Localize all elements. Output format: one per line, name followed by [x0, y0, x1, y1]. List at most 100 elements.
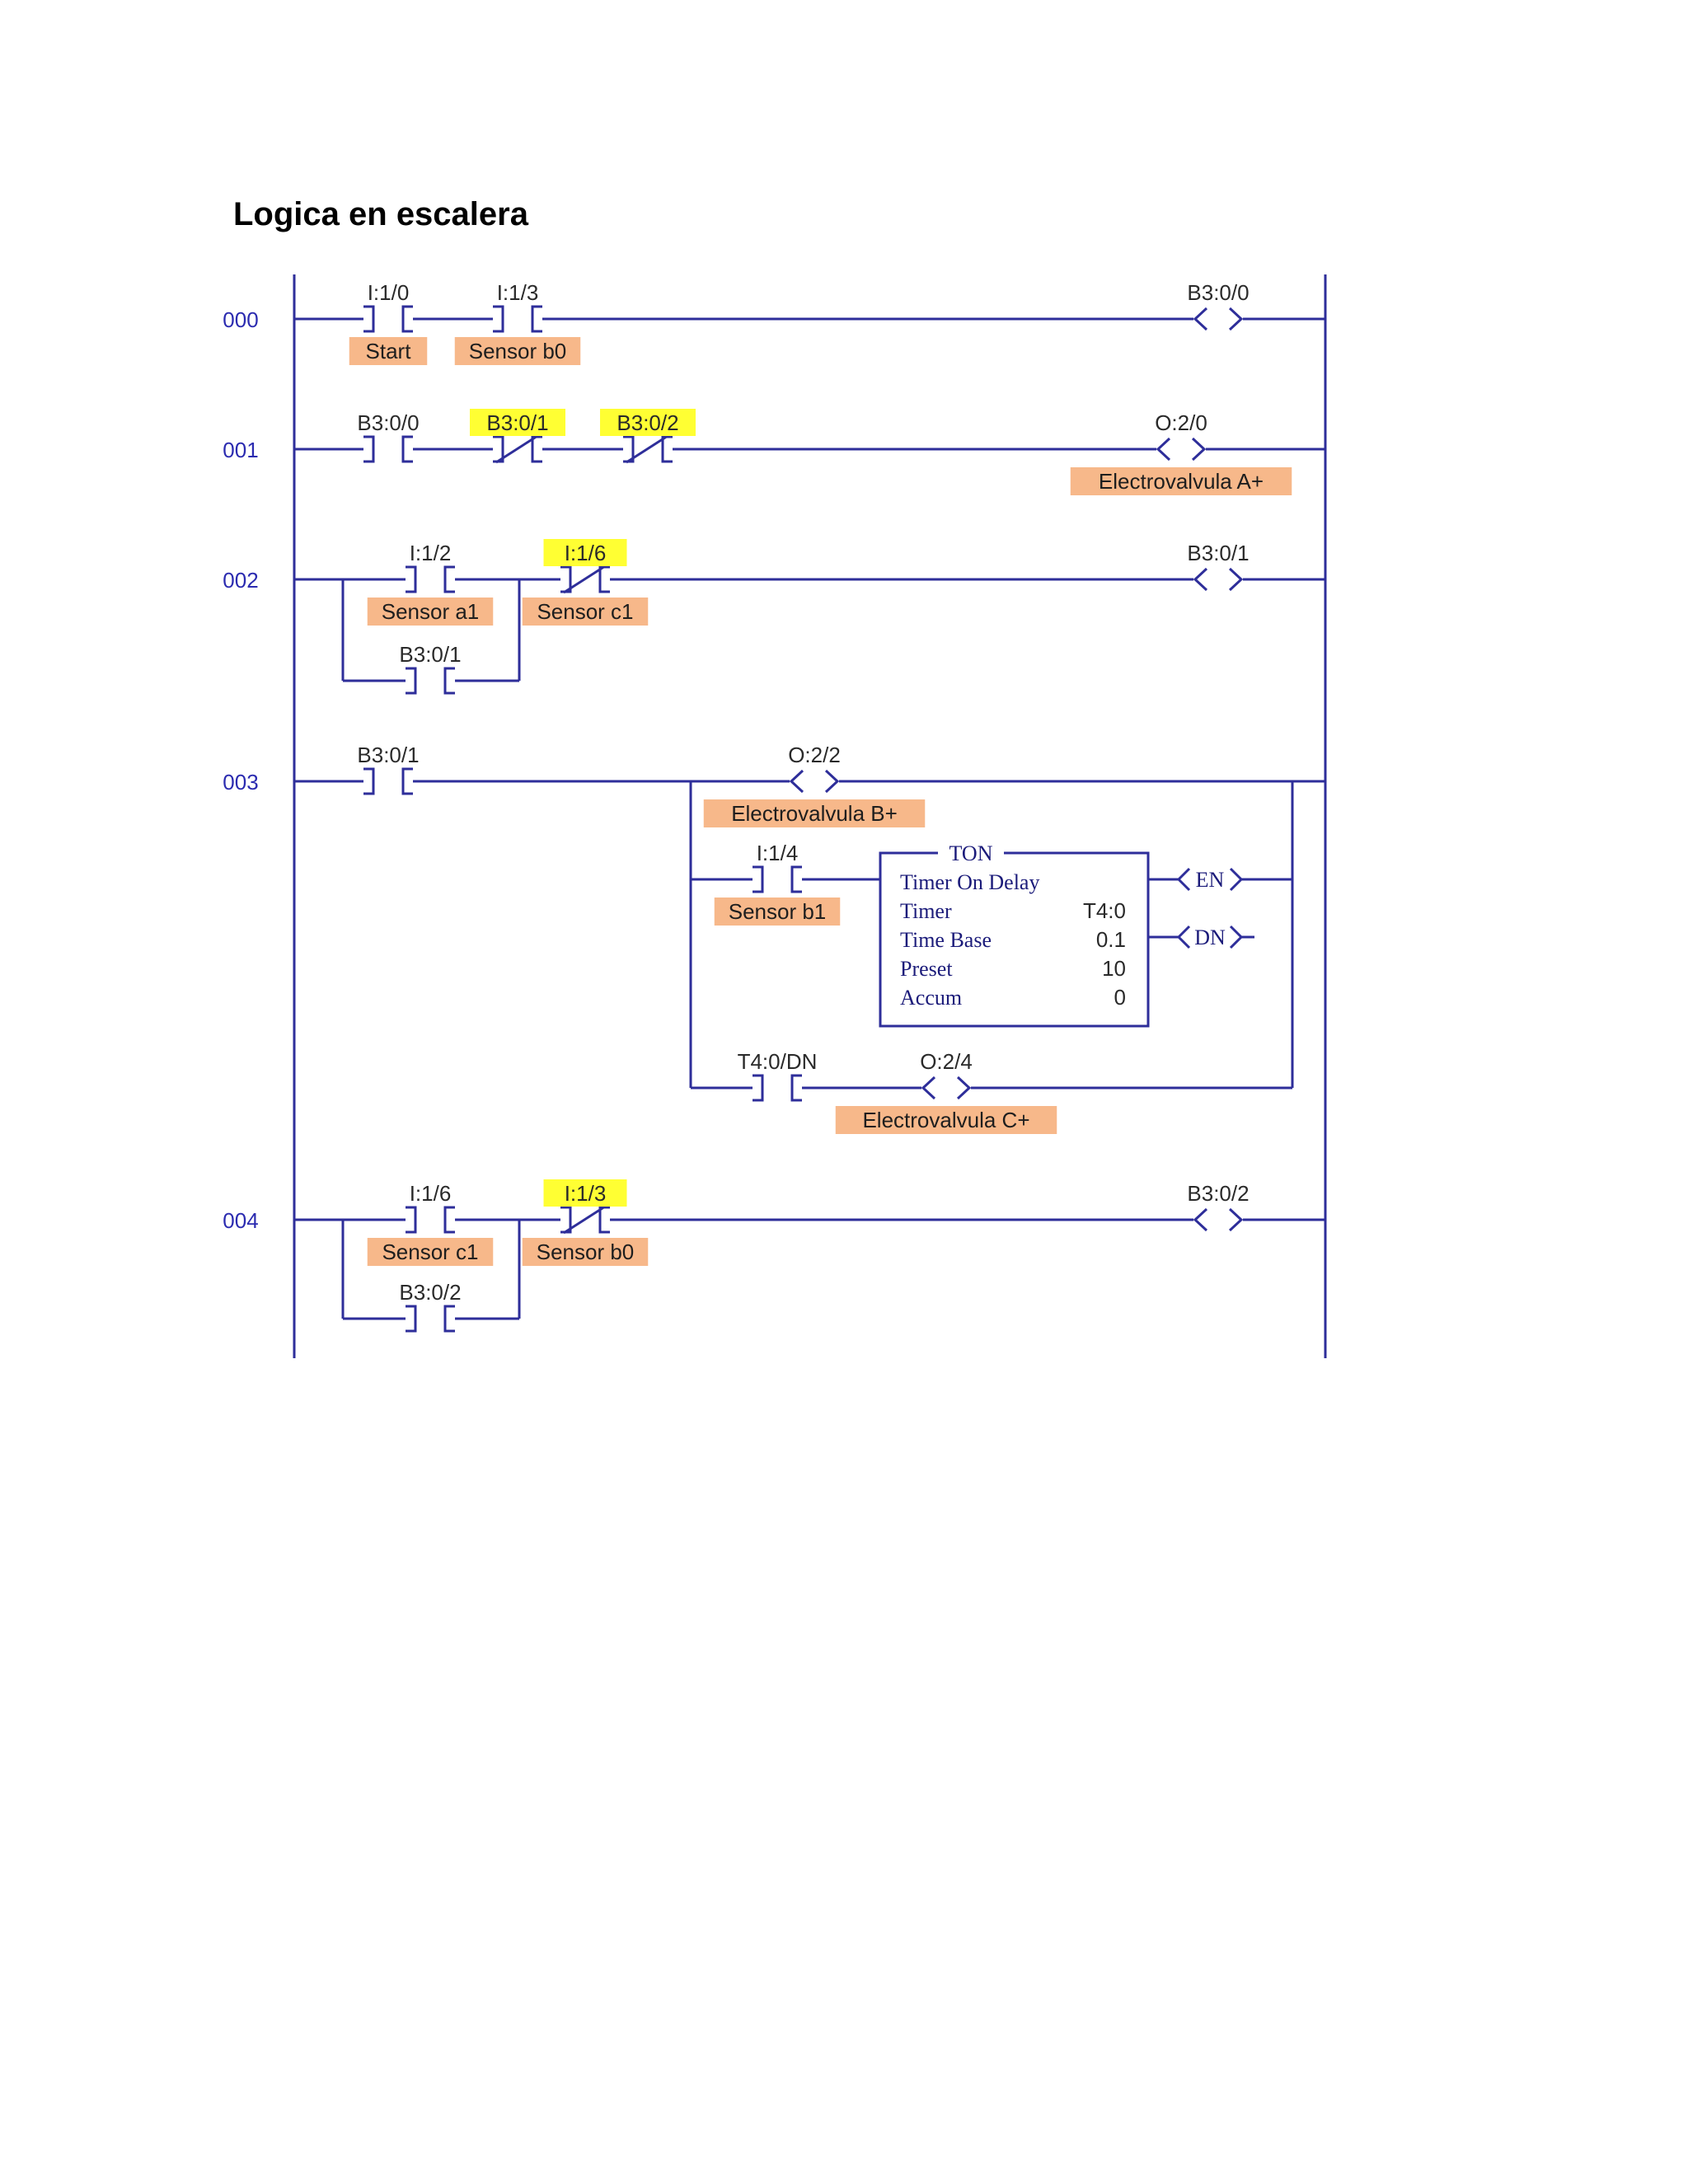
output-bracket-right	[1229, 867, 1244, 892]
coil-instruction: B3:0/1	[1187, 541, 1250, 592]
contact-bracket-right	[790, 1074, 802, 1102]
contact-bracket-right	[531, 305, 542, 333]
no-contact: B3:0/0	[357, 410, 420, 463]
symbol-label-box	[454, 337, 581, 365]
coil-icon	[921, 1076, 972, 1100]
nc-contact-icon	[560, 565, 610, 594]
coil-left	[1193, 307, 1208, 331]
contact-slash	[563, 565, 606, 594]
output-label: DN	[1194, 926, 1226, 949]
contact-bracket-left	[493, 305, 504, 333]
coil-right	[1228, 567, 1244, 592]
timer-param-value: 0.1	[1096, 927, 1126, 952]
symbol-label: Sensor b1	[729, 899, 827, 924]
no-contact-icon	[406, 565, 455, 593]
rung-number: 003	[223, 770, 258, 794]
output-bracket-left	[1176, 925, 1191, 949]
symbol-label-box	[349, 337, 428, 365]
symbol-label: Start	[366, 339, 412, 363]
tag-highlight	[470, 409, 565, 436]
address-tag: B3:0/1	[357, 743, 419, 767]
coil-left	[1193, 1207, 1208, 1232]
no-contact-icon	[753, 865, 802, 893]
coil-instruction: B3:0/0	[1187, 280, 1250, 331]
contact-bracket-right	[401, 305, 413, 333]
contact-bracket-left	[363, 435, 375, 463]
coil-icon	[1193, 1207, 1244, 1232]
tag-highlight	[600, 409, 696, 436]
no-contact-icon	[363, 305, 413, 333]
rung-number: 004	[223, 1208, 258, 1233]
address-tag: O:2/2	[788, 743, 841, 767]
no-contact-icon	[406, 667, 455, 695]
nc-contact: B3:0/2	[600, 409, 696, 464]
coil-icon	[1193, 567, 1244, 592]
coil-right	[824, 769, 840, 794]
contact-bracket-left	[406, 1305, 417, 1333]
output-bracket-right	[1229, 925, 1244, 949]
timer-output-dn: DN	[1176, 925, 1244, 949]
contact-bracket-left	[753, 1074, 764, 1102]
coil-right	[1191, 437, 1207, 462]
symbol-label-box	[1070, 467, 1292, 495]
timer-header: TON	[950, 841, 993, 865]
contact-bracket-right	[598, 1206, 610, 1234]
no-contact: T4:0/DN	[738, 1049, 818, 1102]
timer-param-key: Time Base	[900, 928, 992, 952]
no-contact-icon	[406, 1206, 455, 1234]
contact-bracket-left	[363, 305, 375, 333]
symbol-label: Electrovalvula C+	[862, 1108, 1029, 1132]
nc-contact-icon	[623, 434, 673, 464]
symbol-label: Electrovalvula B+	[731, 801, 898, 826]
coil-right	[956, 1076, 972, 1100]
address-tag: B3:0/1	[399, 642, 461, 667]
output-label: EN	[1196, 868, 1225, 892]
address-tag: I:1/3	[497, 280, 539, 305]
address-tag: I:1/3	[565, 1181, 607, 1206]
symbol-label-box	[367, 1238, 494, 1266]
address-tag: B3:0/1	[486, 410, 548, 435]
address-tag: I:1/6	[565, 541, 607, 565]
address-tag: T4:0/DN	[738, 1049, 818, 1074]
symbol-label-box	[522, 1238, 649, 1266]
coil-instruction: B3:0/2	[1187, 1181, 1250, 1232]
coil-right	[1228, 307, 1244, 331]
output-bracket-left	[1176, 867, 1191, 892]
coil-icon	[1156, 437, 1207, 462]
contact-bracket-right	[401, 767, 413, 795]
contact-bracket-left	[406, 1206, 417, 1234]
timer-param-key: Timer	[900, 899, 952, 923]
symbol-label: Sensor a1	[382, 599, 480, 624]
address-tag: O:2/4	[920, 1049, 973, 1074]
nc-contact-icon	[493, 434, 542, 464]
no-contact: B3:0/1	[399, 642, 462, 695]
timer-param-key: Accum	[900, 986, 962, 1010]
contact-slash	[626, 434, 668, 464]
symbol-label: Sensor b0	[469, 339, 567, 363]
address-tag: B3:0/2	[1187, 1181, 1249, 1206]
timer-param-value: T4:0	[1083, 898, 1126, 923]
contact-bracket-right	[598, 565, 610, 593]
address-tag: B3:0/1	[1187, 541, 1249, 565]
address-tag: O:2/0	[1155, 410, 1207, 435]
contact-bracket-right	[443, 1305, 455, 1333]
coil-left	[1156, 437, 1171, 462]
rung-number: 000	[223, 307, 258, 332]
contact-bracket-right	[443, 1206, 455, 1234]
tag-highlight	[543, 1179, 627, 1207]
no-contact: B3:0/2	[399, 1280, 462, 1333]
contact-bracket-right	[790, 865, 802, 893]
no-contact-icon	[753, 1074, 802, 1102]
address-tag: I:1/2	[410, 541, 452, 565]
coil-icon	[1193, 307, 1244, 331]
symbol-label-box	[703, 799, 926, 827]
no-contact-icon	[493, 305, 542, 333]
